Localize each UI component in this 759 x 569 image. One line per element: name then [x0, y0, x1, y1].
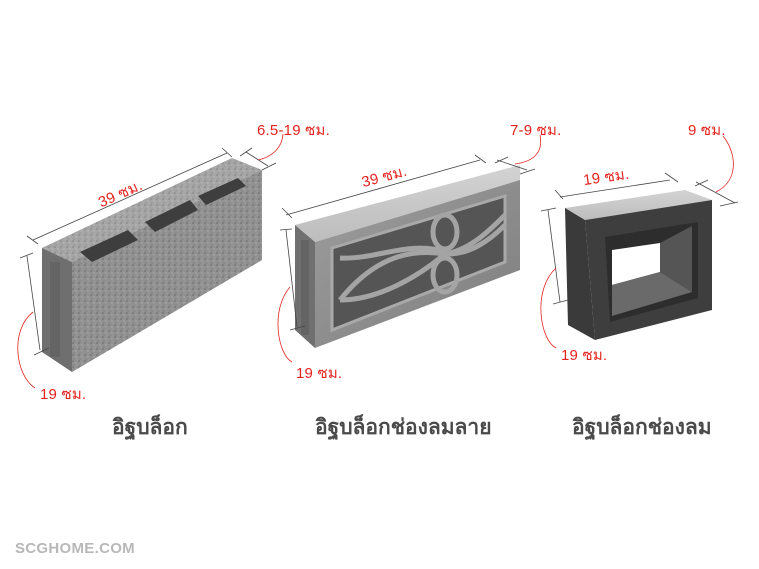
- vent-block-height-label: 19 ซม.: [561, 347, 608, 364]
- hollow-block-image: [42, 158, 262, 372]
- patterned-vent-block-height-label: 19 ซม.: [296, 365, 343, 382]
- hollow-block-caption: อิฐบล็อก: [112, 415, 188, 439]
- hollow-block-dimension-lines: [19, 147, 277, 356]
- vent-block-leader-lines: [540, 135, 734, 349]
- hollow-block-height-label: 19 ซม.: [40, 386, 87, 403]
- patterned-vent-block-caption: อิฐบล็อกช่องลมลาย: [315, 415, 492, 439]
- scghome-watermark: SCGHOME.COM: [15, 540, 135, 557]
- patterned-vent-block-leader-lines: [277, 134, 542, 363]
- patterned-vent-block-image: [295, 165, 520, 348]
- vent-block-width-label: 9 ซม.: [688, 122, 726, 139]
- vent-block-caption: อิฐบล็อกช่องลม: [572, 415, 712, 439]
- vent-block-dimension-lines: [540, 172, 739, 305]
- hollow-block-width-label: 6.5-19 ซม.: [257, 122, 330, 139]
- hollow-block-leader-lines: [17, 133, 284, 389]
- vent-block-image: [565, 190, 712, 340]
- patterned-vent-block-width-label: 7-9 ซม.: [510, 122, 562, 139]
- patterned-vent-block-dimension-lines: [279, 154, 536, 331]
